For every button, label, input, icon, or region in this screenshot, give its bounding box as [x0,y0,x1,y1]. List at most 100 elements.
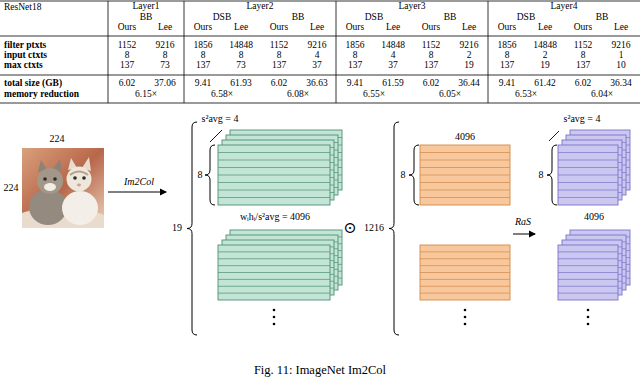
figure-label: 224 [4,183,19,193]
table-cell: 2 [467,51,472,61]
table-cell: 1 [619,51,624,61]
table-cell: 6.02 [271,79,288,89]
table-cell: 61.93 [230,79,251,89]
table-rule [488,1,489,103]
table-cell: 1152 [422,41,441,51]
curly-brace [187,122,197,335]
table-cell: 19 [464,61,474,71]
table-cell: input ctxts [4,51,47,61]
ellipsis-dot [587,316,590,319]
ellipsis-dot [587,323,590,326]
table-cell: Ours [118,23,136,33]
table-cell: DSB [365,13,383,23]
table-rule [0,1,640,2]
figure-label: RaS [515,217,531,227]
table-cell: 137 [348,61,362,71]
table-cell: 9.41 [195,79,212,89]
table-cell: 8 [163,51,168,61]
table-cell: 8 [201,51,206,61]
table-cell: filter ptxts [4,41,46,51]
depth-tick [549,131,559,141]
table-cell: 6.58× [211,90,233,100]
table-cell: 8 [429,51,434,61]
table-cell: BB [596,13,609,23]
table-cell: Lee [310,23,324,33]
table-cell: 36.63 [306,79,327,89]
curly-brace [205,145,215,205]
ciphertext-stack [218,130,342,205]
cat-photo [22,148,104,228]
figure-label: 8 [198,170,203,180]
table-cell: 36.34 [610,79,631,89]
table-cell: 6.02 [575,79,592,89]
plaintext-stack [420,245,510,300]
table-cell: 4 [315,51,320,61]
table-cell: 14848 [533,41,557,51]
table-cell: 1856 [346,41,365,51]
table-cell: Ours [422,23,440,33]
table-cell: 6.15× [135,90,157,100]
table-rule [336,1,337,103]
table-cell: 4 [391,51,396,61]
table-rule [0,103,640,104]
figure-label: 19 [172,223,182,233]
ellipsis-dot [464,316,467,319]
table-cell: 14848 [229,41,253,51]
ellipsis-dot [273,316,276,319]
table-cell: 37.06 [154,79,175,89]
transform-arrow [108,189,167,196]
table-cell: Ours [574,23,592,33]
result-stack [558,130,630,205]
table-cell: 73 [160,61,170,71]
table-cell: 8 [239,51,244,61]
table-cell: Layer2 [247,2,274,12]
table-rule [184,1,185,103]
figure-label: s²avg = 4 [202,114,239,124]
table-cell: 6.02 [423,79,440,89]
table-cell: BB [140,13,153,23]
table-cell: 8 [505,51,510,61]
curly-brace [547,145,557,205]
table-cell: 6.05× [439,90,461,100]
table-cell: 9216 [308,41,327,51]
table-cell: Ours [194,23,212,33]
ellipsis-dot [587,309,590,312]
table-cell: Lee [158,23,172,33]
ellipsis-dot [464,323,467,326]
table-cell: 73 [236,61,246,71]
table-cell: 9216 [460,41,479,51]
table-cell: 8 [125,51,130,61]
figure-label: Im2Col [124,177,154,187]
ellipsis-dot [273,323,276,326]
table-rule [0,36,640,37]
figure-label: 4096 [584,212,604,222]
table-rule [0,75,640,76]
plaintext-stack [420,145,510,205]
table-cell: Lee [614,23,628,33]
table-cell: 19 [540,61,550,71]
table-cell: 9216 [612,41,631,51]
table-cell: 137 [500,61,514,71]
table-cell: 6.53× [515,90,537,100]
table-cell: 9216 [156,41,175,51]
figure-label: 8 [539,170,544,180]
figure-label: s²avg = 4 [564,114,601,124]
ellipsis-dot [464,309,467,312]
table-cell: 137 [272,61,286,71]
figure-label: 4096 [455,132,475,142]
table-cell: Lee [386,23,400,33]
table-cell: 14848 [381,41,405,51]
table-cell: 9.41 [347,79,364,89]
figure-label: 8 [401,170,406,180]
table-cell: memory reduction [4,90,79,100]
table-cell: 6.04× [591,90,613,100]
table-cell: Layer3 [399,2,426,12]
table-cell: DSB [213,13,231,23]
table-rule [108,1,109,103]
table-cell: 1856 [498,41,517,51]
figure-label: ⊙ [343,220,356,236]
table-cell: Ours [270,23,288,33]
table-cell: 137 [576,61,590,71]
table-cell: BB [444,13,457,23]
